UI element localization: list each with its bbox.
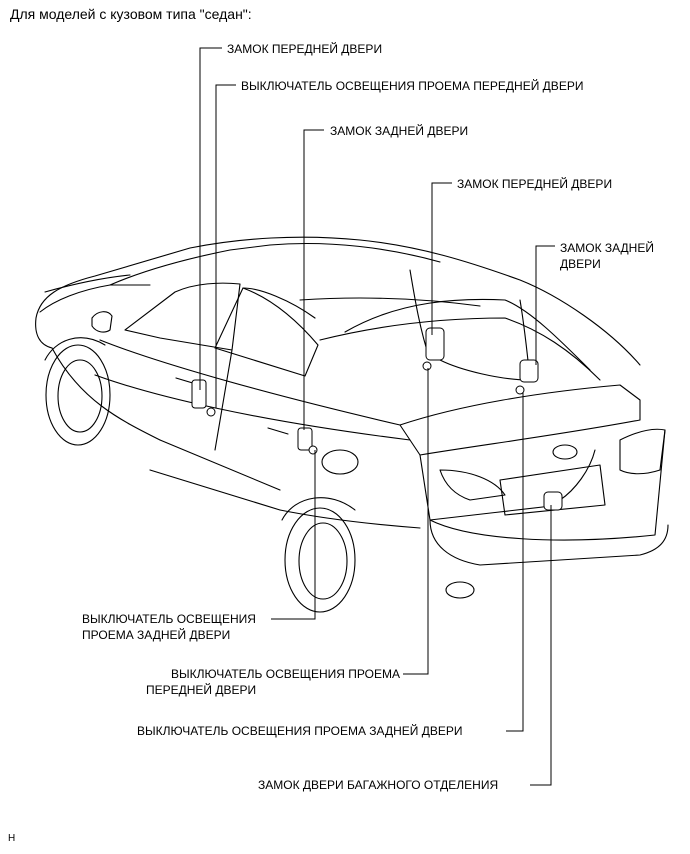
label-front-door-courtesy-switch-top: ВЫКЛЮЧАТЕЛЬ ОСВЕЩЕНИЯ ПРОЕМА ПЕРЕДНЕЙ ДВ… (241, 79, 584, 93)
front-door-switch-mark-left (206, 407, 216, 417)
car-outline (35, 236, 669, 613)
component-marks (191, 327, 563, 511)
label-rear-door-lock-1: ЗАМОК ЗАДНЕЙ ДВЕРИ (330, 124, 469, 138)
rear-door-lock-mark-left (297, 427, 313, 451)
label-front-door-lock-1: ЗАМОК ПЕРЕДНЕЙ ДВЕРИ (227, 42, 383, 56)
label-front-door-courtesy-switch-bottom-line1: ВЫКЛЮЧАТЕЛЬ ОСВЕЩЕНИЯ ПРОЕМА (171, 667, 400, 681)
label-rear-door-lock-2: ЗАМОК ЗАДНЕЙ ДВЕРИ (560, 240, 654, 272)
leader-lines (199, 47, 555, 786)
label-rear-door-courtesy-switch-1-line1: ВЫКЛЮЧАТЕЛЬ ОСВЕЩЕНИЯ (82, 612, 256, 626)
corner-mark: H (8, 833, 16, 844)
rear-door-lock-mark-right (519, 359, 539, 383)
rear-door-switch-mark-left (308, 445, 318, 455)
label-rear-door-courtesy-switch-2: ВЫКЛЮЧАТЕЛЬ ОСВЕЩЕНИЯ ПРОЕМА ЗАДНЕЙ ДВЕР… (137, 724, 463, 738)
front-door-lock-mark-left (191, 379, 207, 409)
label-rear-door-lock-2-line1: ЗАМОК ЗАДНЕЙ (560, 241, 654, 255)
label-front-door-courtesy-switch-bottom: ВЫКЛЮЧАТЕЛЬ ОСВЕЩЕНИЯ ПРОЕМА ПЕРЕДНЕЙ ДВ… (140, 666, 400, 698)
front-door-switch-mark-right (422, 361, 432, 371)
label-front-door-courtesy-switch-bottom-line2: ПЕРЕДНЕЙ ДВЕРИ (146, 683, 257, 697)
label-rear-door-lock-2-line2: ДВЕРИ (560, 257, 601, 271)
front-door-lock-mark-right (425, 327, 445, 361)
label-rear-door-courtesy-switch-1-line2: ПРОЕМА ЗАДНЕЙ ДВЕРИ (82, 628, 231, 642)
diagram-heading: Для моделей с кузовом типа "седан": (10, 6, 252, 22)
trunk-lock-mark (543, 491, 563, 511)
rear-door-switch-mark-right (515, 385, 525, 395)
label-front-door-lock-2: ЗАМОК ПЕРЕДНЕЙ ДВЕРИ (457, 177, 613, 191)
label-trunk-lock: ЗАМОК ДВЕРИ БАГАЖНОГО ОТДЕЛЕНИЯ (258, 778, 499, 792)
label-rear-door-courtesy-switch-1: ВЫКЛЮЧАТЕЛЬ ОСВЕЩЕНИЯ ПРОЕМА ЗАДНЕЙ ДВЕР… (82, 611, 256, 643)
